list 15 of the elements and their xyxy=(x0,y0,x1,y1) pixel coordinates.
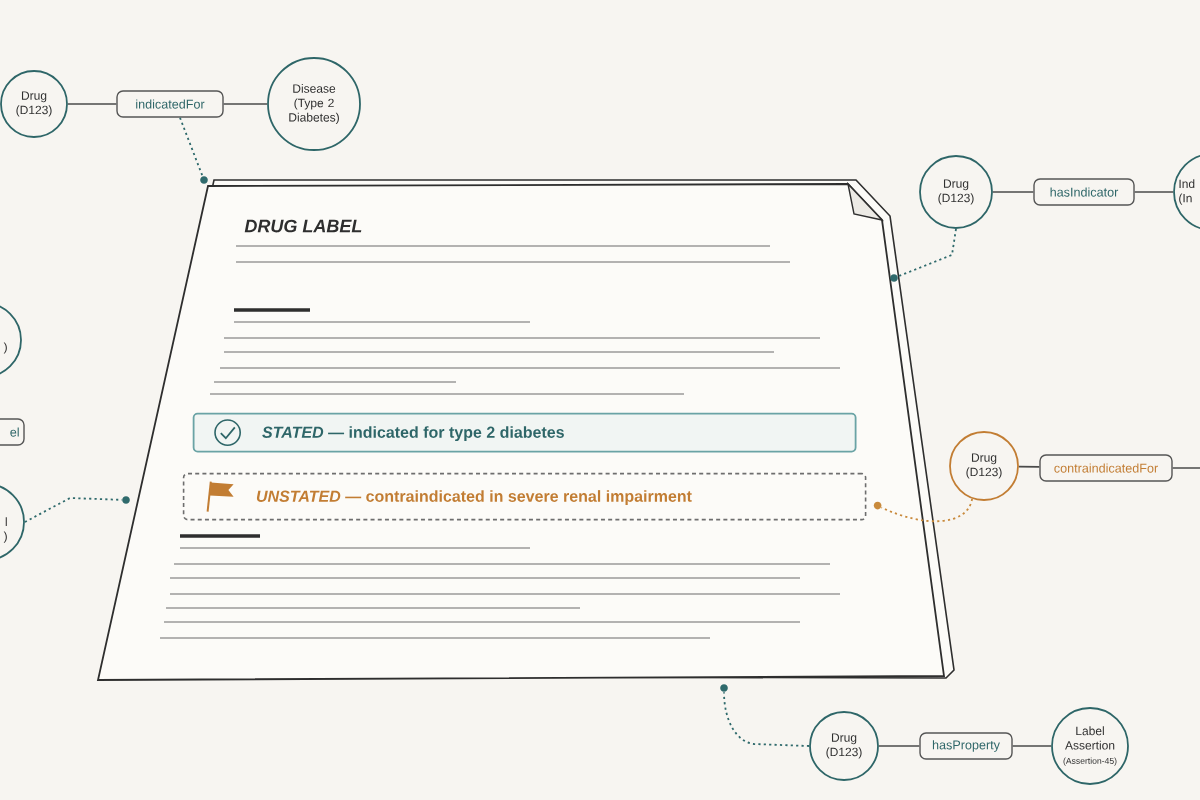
connector-line xyxy=(1018,465,1041,468)
connector-line xyxy=(992,191,1035,193)
connector-line xyxy=(1011,745,1052,747)
claim-box: STATED — indicated for type 2 diabetes xyxy=(192,412,857,453)
connector-line xyxy=(67,103,118,105)
connector-line xyxy=(1133,191,1174,193)
leader-line xyxy=(723,691,810,747)
connector-line xyxy=(1171,467,1200,469)
leader-line xyxy=(897,228,957,278)
dashed-claim-box: UNSTATED — contraindicated in severe renal impairment xyxy=(182,472,867,521)
leader-line xyxy=(24,497,123,523)
leader-line xyxy=(880,497,973,523)
leader-line xyxy=(179,116,204,177)
connector-line xyxy=(878,745,921,747)
connector-line xyxy=(222,103,268,105)
